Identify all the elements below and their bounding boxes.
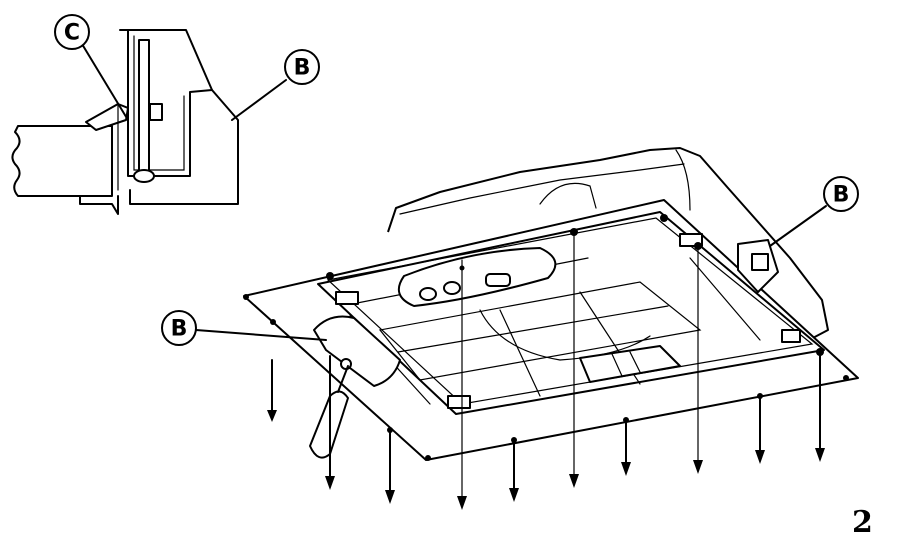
screw bbox=[815, 355, 825, 462]
fixing-screw-detail bbox=[138, 39, 150, 173]
screw bbox=[569, 233, 579, 488]
hood-housing-detail bbox=[119, 29, 239, 205]
callout-label-c: C bbox=[64, 21, 80, 46]
screw bbox=[621, 421, 631, 476]
board-lip bbox=[79, 195, 119, 215]
housing-inner-wall bbox=[127, 29, 213, 177]
hood-main-view bbox=[243, 147, 859, 461]
screw bbox=[693, 247, 703, 474]
hood-upper-seam bbox=[399, 163, 685, 215]
screw bbox=[385, 431, 395, 504]
callout-circle-b-detail bbox=[284, 49, 320, 85]
bracket-rear-left bbox=[447, 395, 471, 409]
screw bbox=[755, 397, 765, 464]
callout-label-b-right: B bbox=[833, 183, 850, 208]
cabinet-board bbox=[11, 125, 113, 197]
motor-bulge bbox=[539, 182, 597, 209]
screw bbox=[267, 359, 277, 422]
leader-b-right bbox=[769, 205, 827, 247]
screw bbox=[509, 441, 519, 502]
inner-frame-edge bbox=[326, 217, 814, 405]
callouts-main: B B bbox=[161, 176, 859, 346]
callout-circle-b-left bbox=[161, 310, 197, 346]
clip-slot bbox=[149, 103, 163, 121]
bracket-right bbox=[781, 329, 801, 343]
figure-number: 2 bbox=[852, 505, 873, 540]
light-switch bbox=[485, 273, 511, 287]
control-panel bbox=[397, 247, 557, 307]
leader-c bbox=[81, 43, 129, 121]
control-knob-2 bbox=[443, 281, 461, 295]
interior-curve bbox=[479, 309, 651, 361]
screw-head-detail bbox=[133, 169, 155, 183]
leader-b-detail bbox=[231, 79, 287, 121]
central-duct bbox=[579, 345, 681, 383]
housing-inner-step bbox=[133, 35, 185, 171]
screws bbox=[267, 233, 825, 510]
detail-view: C B bbox=[11, 14, 320, 215]
callout-circle-c bbox=[54, 14, 90, 50]
screw bbox=[457, 259, 467, 510]
callout-circle-b-right bbox=[823, 176, 859, 212]
callout-label-b-detail: B bbox=[294, 56, 311, 81]
screw bbox=[325, 355, 335, 490]
rear-side-curve bbox=[675, 149, 691, 211]
callout-label-b-left: B bbox=[171, 317, 188, 342]
bracket-front-left bbox=[335, 291, 359, 305]
frame-holes bbox=[243, 214, 849, 461]
control-knob-1 bbox=[419, 287, 437, 301]
leader-b-left bbox=[195, 329, 327, 341]
side-bracket-left bbox=[313, 315, 401, 387]
